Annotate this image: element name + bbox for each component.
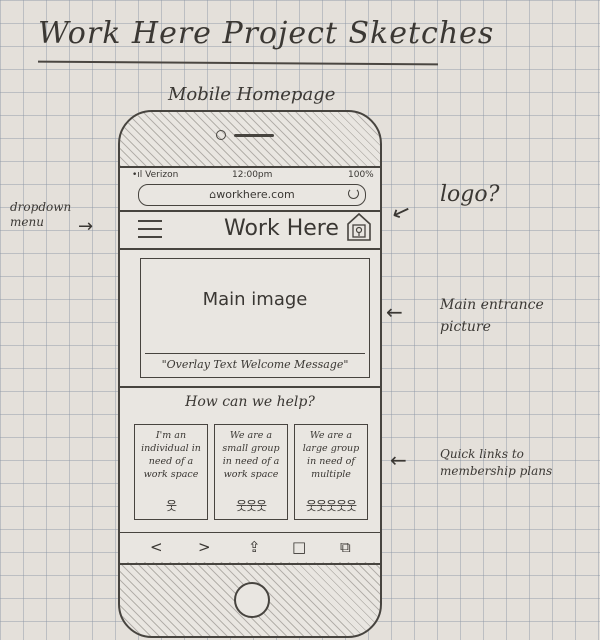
reload-icon[interactable] xyxy=(348,188,359,199)
arrow-left-icon: ← xyxy=(390,448,407,472)
camera-icon xyxy=(216,130,226,140)
bookmarks-icon[interactable]: □ xyxy=(292,538,307,556)
address-bar[interactable]: ⌂workhere.com xyxy=(138,184,366,206)
hamburger-menu-icon[interactable] xyxy=(138,220,162,240)
person-icon: 웃 xyxy=(165,499,177,513)
share-icon[interactable]: ⇪ xyxy=(248,538,261,556)
forward-icon[interactable]: > xyxy=(198,538,211,556)
annotation-main-entrance: Main entrance picture xyxy=(440,297,544,335)
membership-card-small-group[interactable]: We are a small group in need of a work s… xyxy=(214,424,288,520)
status-time: 12:00pm xyxy=(232,170,273,180)
site-brand[interactable]: Work Here xyxy=(224,216,339,241)
small-group-icon: 웃웃웃 xyxy=(235,499,267,513)
card-text: We are a large group in need of multiple xyxy=(302,430,360,480)
divider xyxy=(120,248,380,250)
large-group-icon: 웃웃웃웃웃 xyxy=(305,499,357,513)
membership-card-large-group[interactable]: We are a large group in need of multiple… xyxy=(294,424,368,520)
arrow-right-icon: → xyxy=(78,216,94,237)
divider xyxy=(120,386,380,388)
annotation-dropdown-menu: dropdown menu xyxy=(10,200,72,229)
arrow-left-icon: ← xyxy=(386,300,403,324)
back-icon[interactable]: < xyxy=(150,538,163,556)
title-underline xyxy=(37,60,439,66)
card-text: I'm an individual in need of a work spac… xyxy=(141,430,201,480)
tabs-icon[interactable]: ⧉ xyxy=(340,538,351,556)
house-logo-icon[interactable] xyxy=(346,212,372,242)
overlay-welcome-text: "Overlay Text Welcome Message" xyxy=(145,353,365,371)
carrier-label: •ıl Verizon xyxy=(132,170,179,180)
sketch-title: Work Here Project Sketches xyxy=(38,16,495,51)
divider xyxy=(120,210,380,212)
status-bar: •ıl Verizon 12:00pm 100% xyxy=(128,168,376,184)
browser-toolbar: < > ⇪ □ ⧉ xyxy=(120,532,380,565)
battery-icon: 100% xyxy=(348,170,374,180)
sketch-subtitle: Mobile Homepage xyxy=(168,84,336,105)
annotation-quick-links: Quick links to membership plans xyxy=(440,447,553,478)
card-text: We are a small group in need of a work s… xyxy=(222,430,280,480)
phone-top-bezel xyxy=(120,112,380,168)
home-button[interactable] xyxy=(234,582,270,618)
arrow-left-icon: ← xyxy=(387,197,415,228)
membership-card-individual[interactable]: I'm an individual in need of a work spac… xyxy=(134,424,208,520)
main-image: Main image "Overlay Text Welcome Message… xyxy=(140,258,370,378)
help-section-title: How can we help? xyxy=(185,394,315,410)
url-text: ⌂workhere.com xyxy=(209,188,295,201)
phone-mockup: •ıl Verizon 12:00pm 100% ⌂workhere.com W… xyxy=(118,110,382,638)
main-image-label: Main image xyxy=(202,289,308,310)
annotation-logo: logo? xyxy=(440,182,500,207)
speaker-icon xyxy=(234,134,274,137)
